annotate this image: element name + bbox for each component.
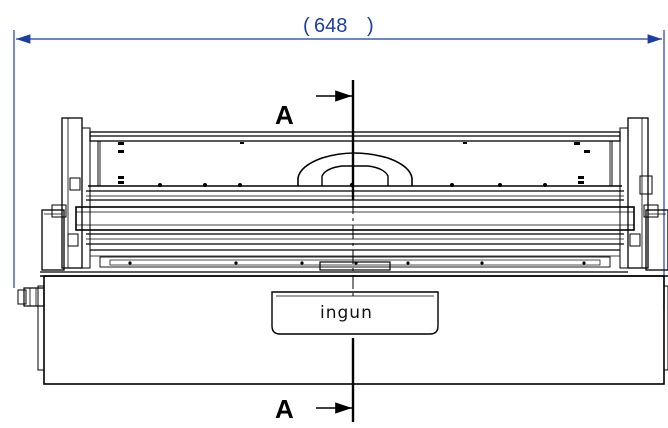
rear-panel bbox=[99, 140, 611, 187]
carrying-handle bbox=[297, 152, 413, 186]
brand-logo: ingun bbox=[320, 303, 373, 323]
overall-width-dimension: ( 648 ) bbox=[13, 15, 665, 310]
dimension-paren-open: ( bbox=[303, 15, 310, 37]
front-beam bbox=[75, 206, 635, 231]
section-label-top: A bbox=[275, 100, 294, 130]
logo-plate bbox=[271, 291, 439, 335]
section-label-bottom: A bbox=[275, 394, 294, 424]
machine-outline bbox=[17, 117, 668, 385]
dimension-value: 648 bbox=[314, 15, 347, 37]
left-knob bbox=[23, 287, 45, 307]
dimension-paren-close: ) bbox=[367, 15, 374, 37]
section-line bbox=[316, 80, 355, 422]
